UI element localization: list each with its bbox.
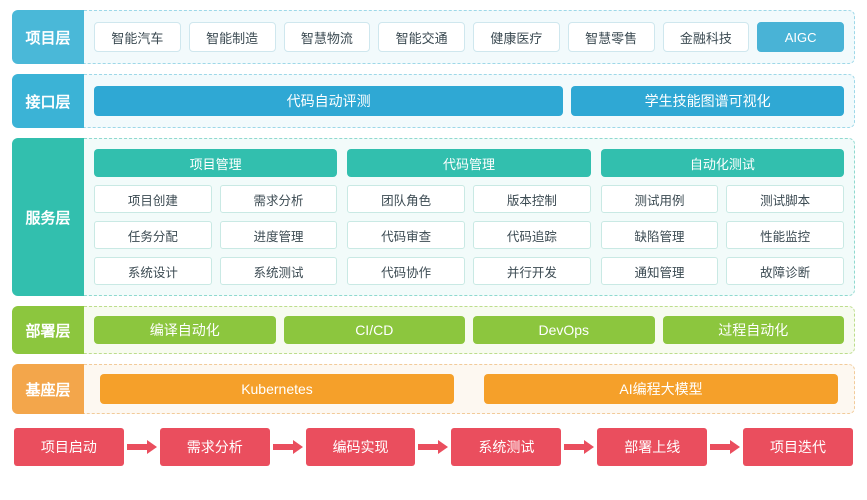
service-column-head[interactable]: 自动化测试 [600, 149, 844, 177]
layer-base: 基座层 Kubernetes AI编程大模型 [12, 364, 855, 414]
service-row: 代码协作 并行开发 [347, 257, 591, 285]
project-item-smart-transport[interactable]: 智能交通 [378, 22, 465, 52]
service-cell[interactable]: 团队角色 [347, 185, 465, 213]
layer-interface: 接口层 代码自动评测 学生技能图谱可视化 [12, 74, 855, 128]
service-cell[interactable]: 系统测试 [219, 257, 338, 285]
project-item-aigc[interactable]: AIGC [757, 22, 844, 52]
service-column-head[interactable]: 项目管理 [94, 149, 338, 177]
arrow-right-icon [124, 440, 160, 454]
service-column-code-management: 代码管理 团队角色 版本控制 代码审查 代码追踪 代码协作 并行开发 [347, 149, 591, 285]
layer-deploy: 部署层 编译自动化 CI/CD DevOps 过程自动化 [12, 306, 855, 354]
project-item-smart-car[interactable]: 智能汽车 [94, 22, 181, 52]
deploy-item-cicd[interactable]: CI/CD [283, 316, 465, 344]
layer-project: 项目层 智能汽车 智能制造 智慧物流 智能交通 健康医疗 智慧零售 金融科技 A… [12, 10, 855, 64]
deploy-item-devops[interactable]: DevOps [473, 316, 655, 344]
project-item-smart-retail[interactable]: 智慧零售 [567, 22, 655, 52]
flow-step-coding[interactable]: 编码实现 [305, 428, 416, 466]
interface-item-skill-graph-visualization[interactable]: 学生技能图谱可视化 [571, 86, 844, 116]
layer-project-items: 智能汽车 智能制造 智慧物流 智能交通 健康医疗 智慧零售 金融科技 AIGC [84, 10, 855, 64]
flow-step-iteration[interactable]: 项目迭代 [743, 428, 853, 466]
service-cell[interactable]: 并行开发 [473, 257, 591, 285]
flow-step-project-start[interactable]: 项目启动 [14, 428, 124, 466]
base-item-kubernetes[interactable]: Kubernetes [100, 374, 454, 404]
project-item-smart-manufacturing[interactable]: 智能制造 [188, 22, 276, 52]
service-row: 通知管理 故障诊断 [600, 257, 844, 285]
layer-deploy-label: 部署层 [12, 306, 84, 354]
service-column-automated-testing: 自动化测试 测试用例 测试脚本 缺陷管理 性能监控 通知管理 故障诊断 [600, 149, 844, 285]
service-cell[interactable]: 故障诊断 [726, 257, 844, 285]
layer-base-label: 基座层 [12, 364, 84, 414]
base-item-ai-programming-model[interactable]: AI编程大模型 [484, 374, 838, 404]
project-item-fintech[interactable]: 金融科技 [662, 22, 750, 52]
service-cell[interactable]: 通知管理 [600, 257, 719, 285]
service-cell[interactable]: 测试用例 [600, 185, 719, 213]
service-column-project-management: 项目管理 项目创建 需求分析 任务分配 进度管理 系统设计 系统测试 [94, 149, 338, 285]
arrow-right-icon [561, 440, 597, 454]
service-row: 测试用例 测试脚本 [600, 185, 844, 213]
service-cell[interactable]: 代码审查 [347, 221, 465, 249]
service-cell[interactable]: 需求分析 [219, 185, 338, 213]
project-item-smart-logistics[interactable]: 智慧物流 [283, 22, 371, 52]
flow-step-system-testing[interactable]: 系统测试 [451, 428, 562, 466]
layer-service-columns: 项目管理 项目创建 需求分析 任务分配 进度管理 系统设计 系统测试 代码管理 … [84, 138, 855, 296]
layer-project-label: 项目层 [12, 10, 84, 64]
service-cell[interactable]: 代码协作 [347, 257, 465, 285]
flow-step-deployment[interactable]: 部署上线 [597, 428, 708, 466]
service-cell[interactable]: 进度管理 [219, 221, 338, 249]
service-cell[interactable]: 系统设计 [94, 257, 212, 285]
deploy-item-process-automation[interactable]: 过程自动化 [662, 316, 844, 344]
service-cell[interactable]: 版本控制 [473, 185, 591, 213]
layer-interface-label: 接口层 [12, 74, 84, 128]
service-row: 项目创建 需求分析 [94, 185, 338, 213]
process-flow: 项目启动 需求分析 编码实现 系统测试 部署上线 项目迭代 [12, 428, 855, 466]
service-row: 代码审查 代码追踪 [347, 221, 591, 249]
service-column-head[interactable]: 代码管理 [347, 149, 591, 177]
service-cell[interactable]: 测试脚本 [726, 185, 844, 213]
deploy-item-build-automation[interactable]: 编译自动化 [94, 316, 276, 344]
service-cell[interactable]: 任务分配 [94, 221, 212, 249]
service-cell[interactable]: 缺陷管理 [600, 221, 719, 249]
project-item-healthcare[interactable]: 健康医疗 [473, 22, 560, 52]
service-row: 任务分配 进度管理 [94, 221, 338, 249]
service-row: 系统设计 系统测试 [94, 257, 338, 285]
service-cell[interactable]: 项目创建 [94, 185, 212, 213]
layer-service: 服务层 项目管理 项目创建 需求分析 任务分配 进度管理 系统设计 系统测试 代… [12, 138, 855, 296]
service-row: 缺陷管理 性能监控 [600, 221, 844, 249]
flow-step-requirements-analysis[interactable]: 需求分析 [159, 428, 270, 466]
service-cell[interactable]: 代码追踪 [473, 221, 591, 249]
service-cell[interactable]: 性能监控 [726, 221, 844, 249]
arrow-right-icon [270, 440, 306, 454]
arrow-right-icon [707, 440, 743, 454]
layer-deploy-items: 编译自动化 CI/CD DevOps 过程自动化 [84, 306, 855, 354]
arrow-right-icon [415, 440, 451, 454]
layer-interface-items: 代码自动评测 学生技能图谱可视化 [84, 74, 855, 128]
interface-item-code-auto-eval[interactable]: 代码自动评测 [94, 86, 564, 116]
layer-base-items: Kubernetes AI编程大模型 [84, 364, 855, 414]
layer-service-label: 服务层 [12, 138, 84, 296]
service-row: 团队角色 版本控制 [347, 185, 591, 213]
